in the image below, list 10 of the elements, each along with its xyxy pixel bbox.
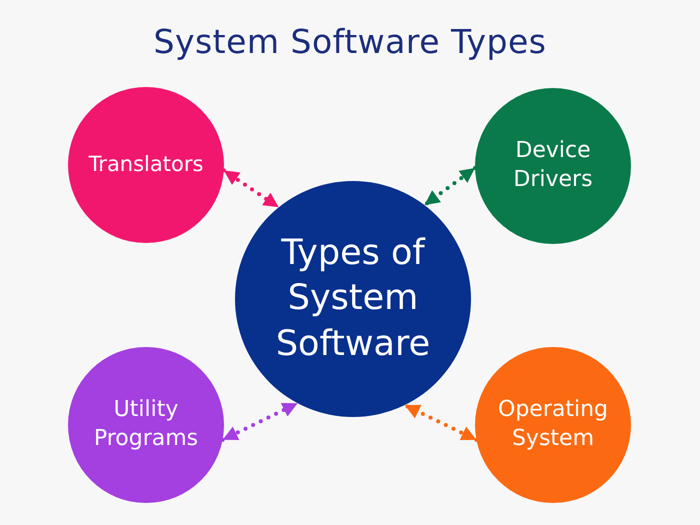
node-label: Device Drivers <box>512 137 594 194</box>
node-label: Types of System Software <box>274 232 432 366</box>
node-label: Translators <box>88 151 204 178</box>
node-label: Utility Programs <box>92 396 200 453</box>
dotted-double-arrow <box>422 166 477 208</box>
diagram-title: System Software Types <box>154 22 546 61</box>
dotted-double-arrow <box>402 403 478 442</box>
dotted-double-arrow <box>220 401 300 442</box>
node-label: Operating System <box>497 396 609 453</box>
dotted-double-arrow <box>222 168 281 210</box>
